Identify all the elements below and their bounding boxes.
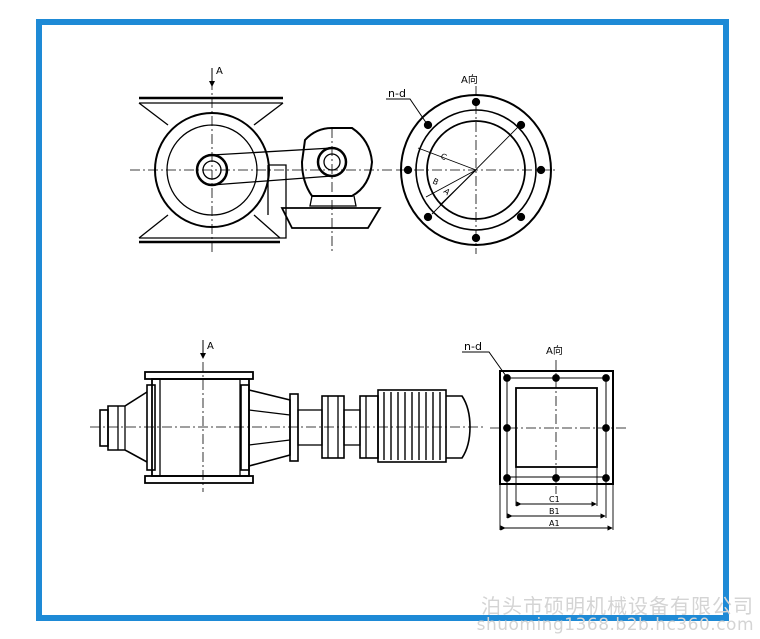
square-valve-side-view <box>90 340 485 492</box>
watermark-url: shuoming1368.b2b.hc360.com <box>476 615 754 635</box>
view-a-arrow-label-2: A <box>207 341 214 352</box>
view-a-arrow-label-1: A <box>216 66 223 77</box>
hole-callout-2: n-d <box>464 340 482 353</box>
square-flange-view <box>462 351 626 531</box>
image-frame <box>36 19 729 621</box>
watermark-company: 泊头市硕明机械设备有限公司 <box>481 594 754 618</box>
hole-callout-1: n-d <box>388 87 406 100</box>
dim-a-label: A <box>442 187 452 198</box>
dim-c-label: C <box>439 152 448 163</box>
view-a-direction-label-1: A向 <box>461 73 478 86</box>
round-valve-side-view <box>130 68 392 252</box>
dim-b-label: B <box>431 177 440 187</box>
round-flange-view <box>386 86 556 254</box>
dim-a1-label: A1 <box>549 519 560 528</box>
dim-c1-label: C1 <box>549 495 560 504</box>
view-a-direction-label-2: A向 <box>546 344 563 357</box>
dim-b1-label: B1 <box>549 507 560 516</box>
